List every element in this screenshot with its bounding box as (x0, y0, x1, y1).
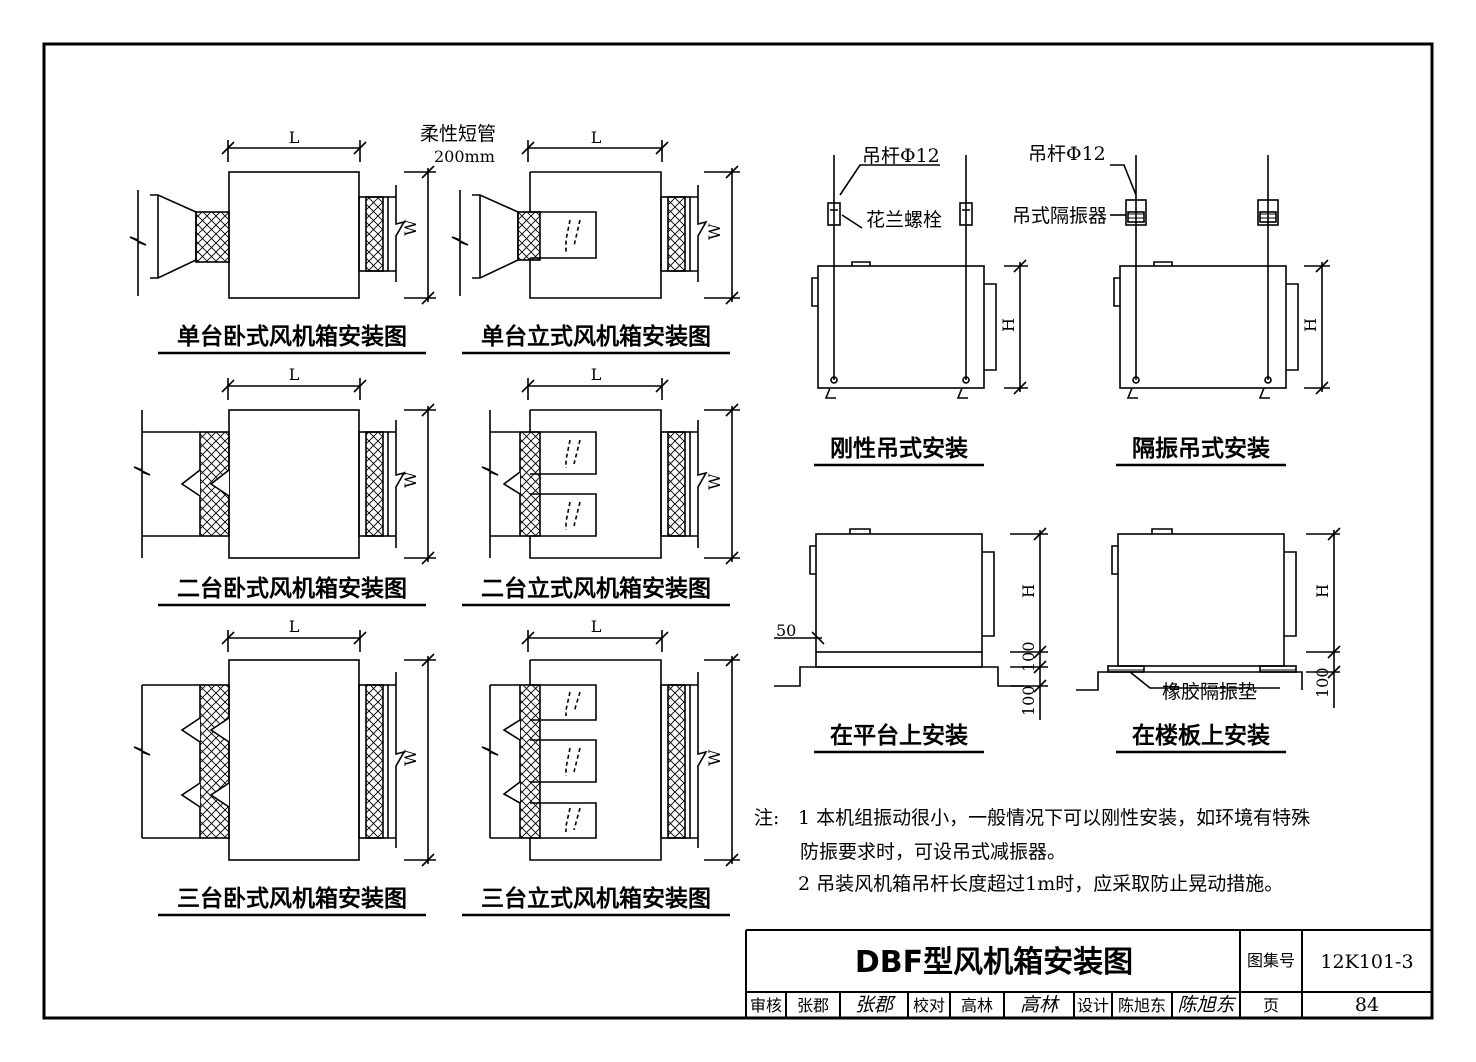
reviewer-name: 张郡 (797, 996, 829, 1015)
title-on-platform: 在平台上安装 (830, 722, 968, 749)
dim-w-3: W (401, 471, 420, 488)
dim-w-4: W (705, 473, 724, 490)
dim-50: 50 (776, 621, 796, 640)
view-rigid-hanging (811, 155, 1028, 399)
atlas-number-label: 图集号 (1247, 951, 1295, 970)
atlas-number: 12K101-3 (1320, 951, 1413, 973)
title-underlines (158, 351, 1286, 917)
dim-100-1: 100 (1019, 641, 1038, 672)
title-single-horizontal: 单台卧式风机箱安装图 (177, 323, 407, 350)
title-three-vertical: 三台立式风机箱安装图 (481, 885, 711, 912)
callout-isolator: 吊式隔振器 (1012, 205, 1107, 227)
view-three-horizontal (133, 630, 436, 867)
design-label: 设计 (1077, 996, 1109, 1015)
view-single-vertical (451, 140, 740, 305)
dim-l-2: L (591, 128, 602, 147)
dim-l-1: L (289, 128, 300, 147)
dim-l-6: L (591, 617, 602, 636)
dim-100-2: 100 (1019, 685, 1038, 716)
dim-w-1: W (401, 219, 420, 236)
title-isolated-hanging: 隔振吊式安装 (1132, 435, 1270, 462)
dim-w-5: W (401, 749, 420, 766)
dim-w-2: W (705, 223, 724, 240)
dim-w-6: W (705, 749, 724, 766)
view-two-vertical (481, 378, 740, 565)
sheet-border (42, 42, 1434, 1020)
view-on-floor (1076, 527, 1341, 708)
page-number: 84 (1355, 994, 1379, 1016)
checker-signature: 高林 (1020, 994, 1060, 1016)
title-single-vertical: 单台立式风机箱安装图 (481, 323, 711, 350)
view-on-platform (774, 527, 1048, 720)
notes-prefix: 注: (754, 807, 779, 829)
dim-h-4: H (1313, 584, 1332, 598)
callout-flex-duct: 柔性短管 (420, 123, 496, 145)
callout-rod-iso: 吊杆Φ12 (1028, 143, 1106, 165)
callout-rubber-pad: 橡胶隔振垫 (1162, 681, 1257, 703)
dim-h-2: H (1301, 318, 1320, 332)
designer-name: 陈旭东 (1118, 996, 1166, 1015)
drawing-title: DBF型风机箱安装图 (855, 945, 1133, 980)
title-three-horizontal: 三台卧式风机箱安装图 (177, 885, 407, 912)
callout-turnbuckle: 花兰螺栓 (866, 209, 942, 231)
dim-l-5: L (289, 617, 300, 636)
dim-l-3: L (289, 365, 300, 384)
title-two-horizontal: 二台卧式风机箱安装图 (177, 575, 407, 602)
reviewer-signature: 张郡 (855, 994, 896, 1016)
title-on-floor: 在楼板上安装 (1132, 722, 1270, 749)
view-isolated-hanging (1110, 155, 1330, 399)
checker-name: 高林 (961, 996, 993, 1015)
dim-h-3: H (1019, 584, 1038, 598)
dim-l-4: L (591, 365, 602, 384)
view-three-vertical (481, 630, 740, 867)
title-two-vertical: 二台立式风机箱安装图 (481, 575, 711, 602)
page-label: 页 (1263, 996, 1279, 1015)
note-1-line-1: 1 本机组振动很小，一般情况下可以刚性安装，如环境有特殊 (798, 807, 1310, 829)
title-rigid-hanging: 刚性吊式安装 (830, 435, 968, 462)
note-1-line-2: 防振要求时，可设吊式减振器。 (800, 841, 1066, 863)
callout-rod-rigid: 吊杆Φ12 (862, 145, 940, 167)
check-label: 校对 (913, 996, 945, 1015)
title-block-frame (745, 929, 1432, 1018)
review-label: 审核 (750, 996, 782, 1015)
callout-flex-length: 200mm (434, 147, 495, 166)
designer-signature: 陈旭东 (1177, 994, 1236, 1016)
dim-100-3: 100 (1313, 667, 1332, 698)
note-2: 2 吊装风机箱吊杆长度超过1m时，应采取防止晃动措施。 (798, 873, 1283, 895)
view-single-horizontal (129, 140, 436, 305)
view-two-horizontal (133, 378, 436, 565)
dim-h-1: H (999, 318, 1018, 332)
